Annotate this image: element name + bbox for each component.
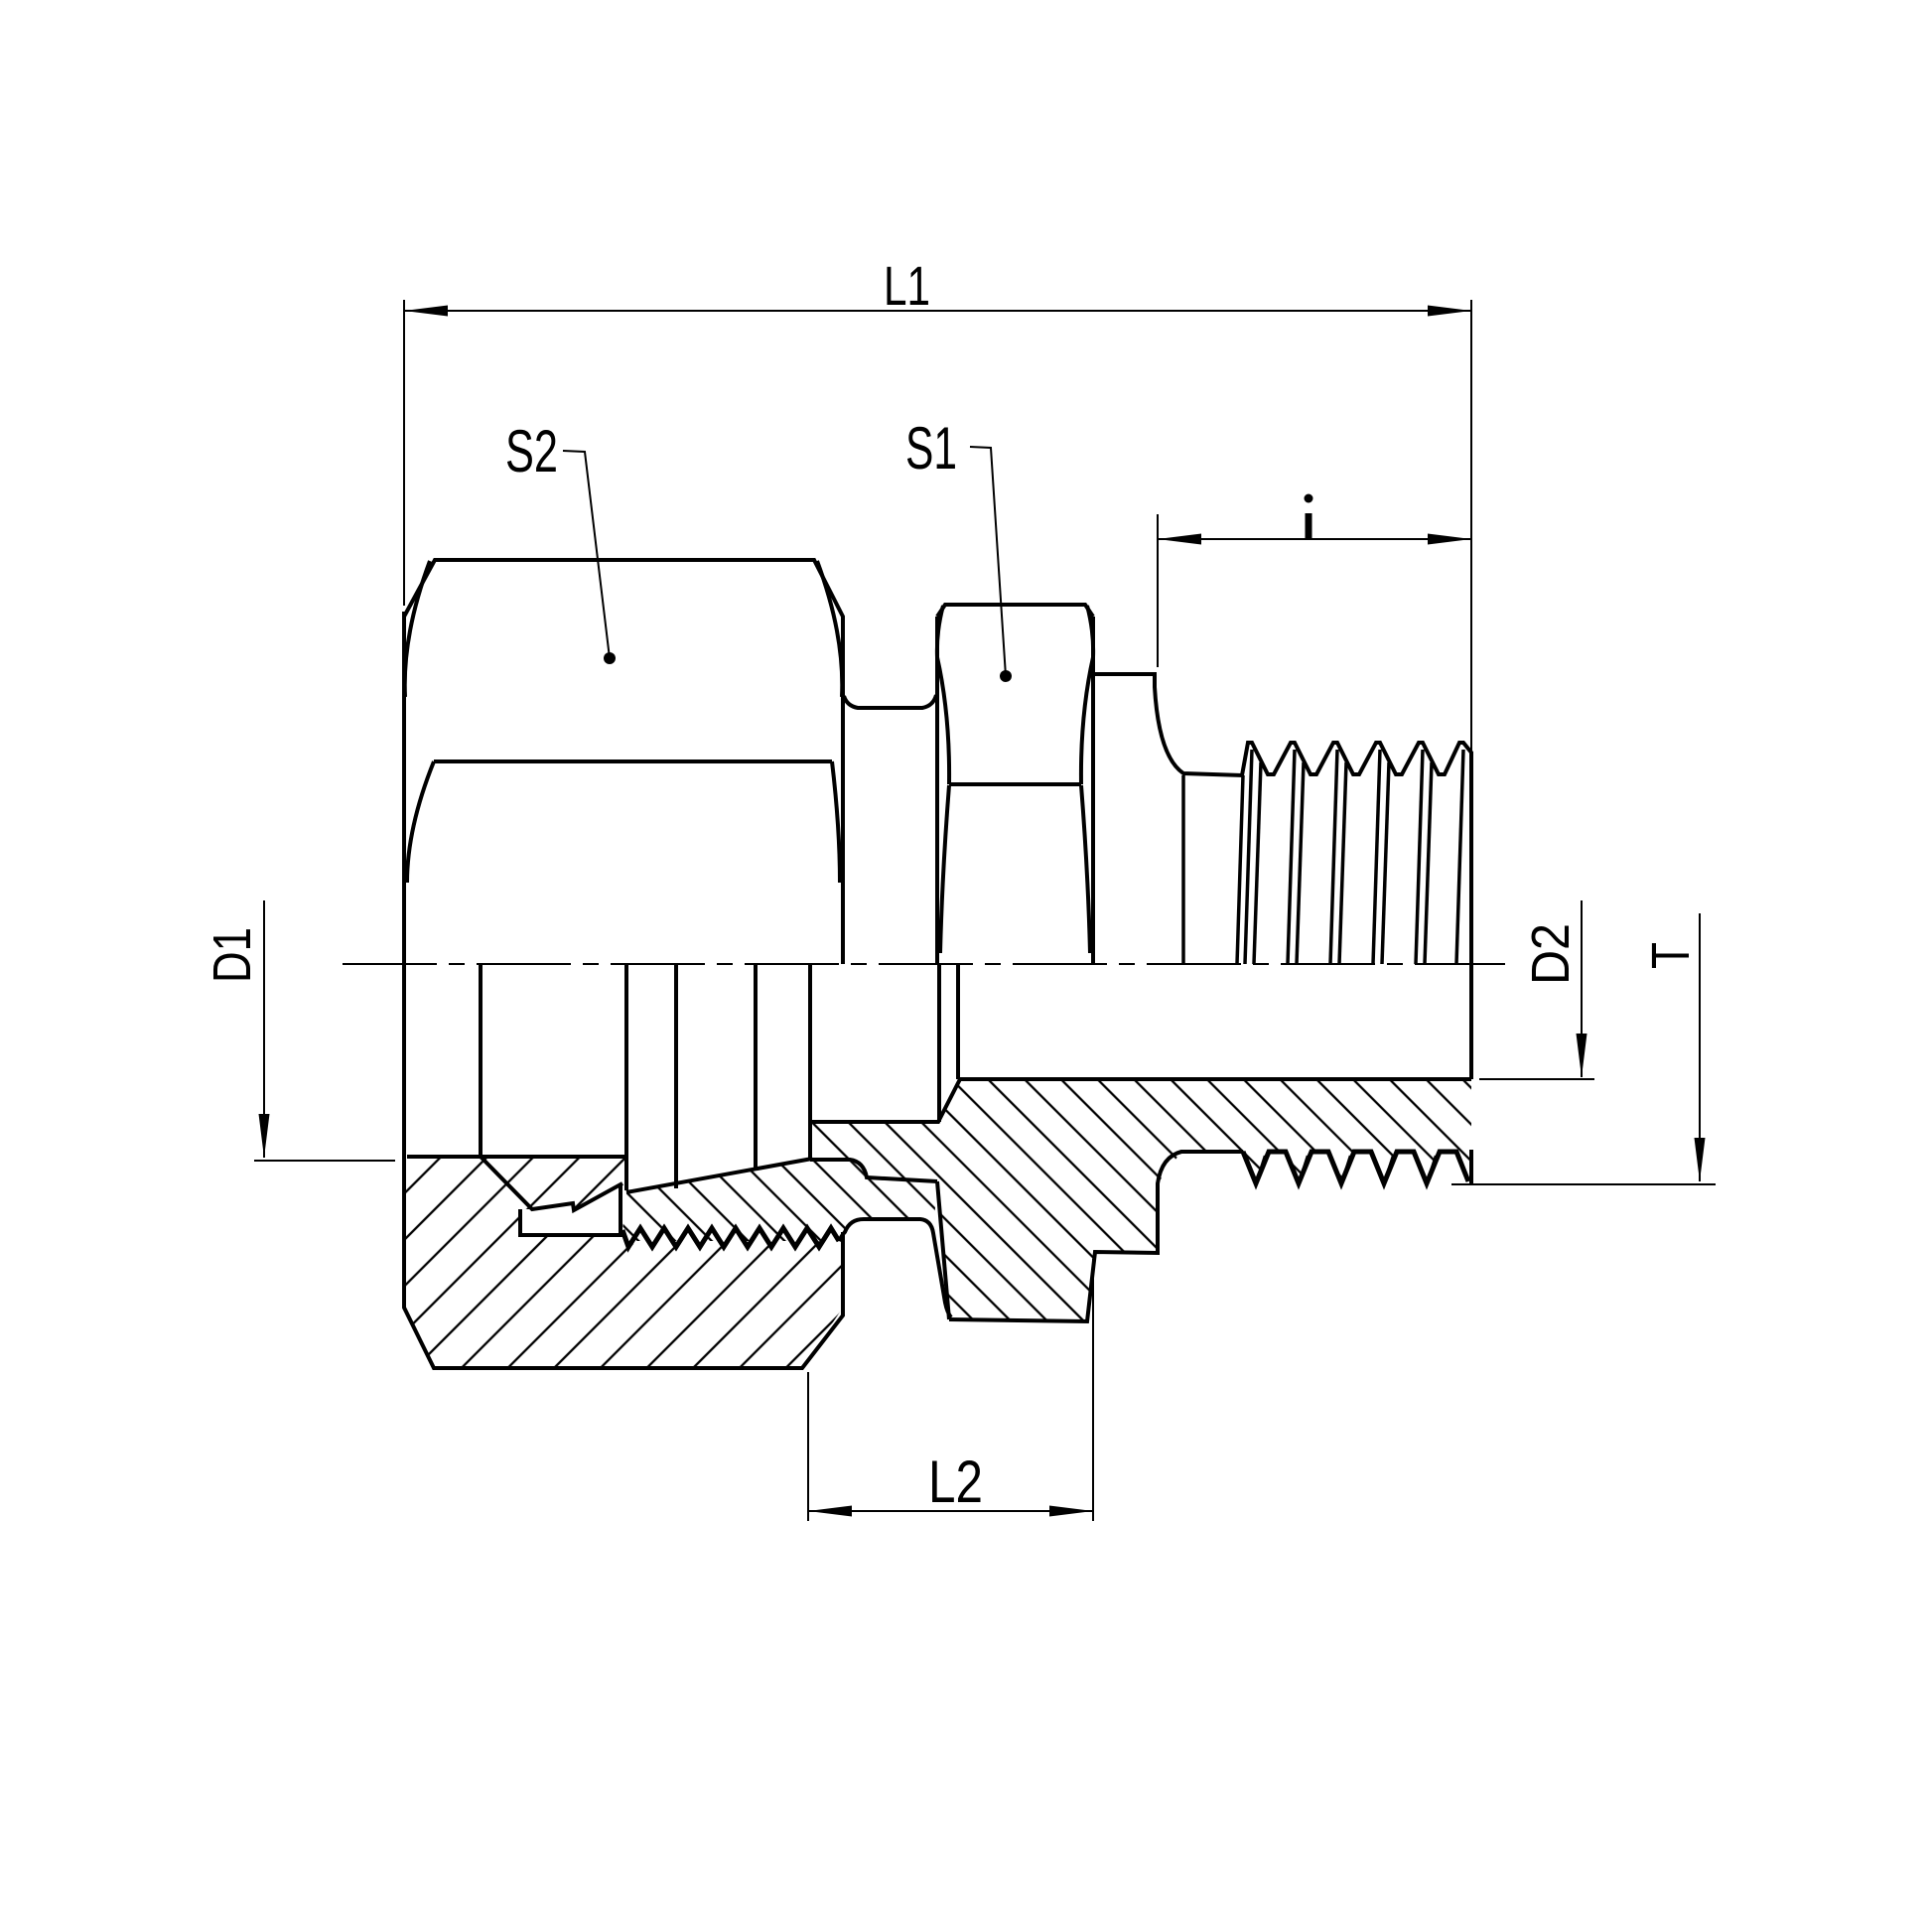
svg-text:T: T [1641,942,1701,969]
svg-text:L2: L2 [928,1449,983,1515]
svg-text:L1: L1 [884,254,930,317]
svg-text:S1: S1 [905,415,957,482]
svg-text:D2: D2 [1521,923,1581,985]
svg-text:D1: D1 [203,927,262,983]
svg-text:S2: S2 [505,418,558,484]
